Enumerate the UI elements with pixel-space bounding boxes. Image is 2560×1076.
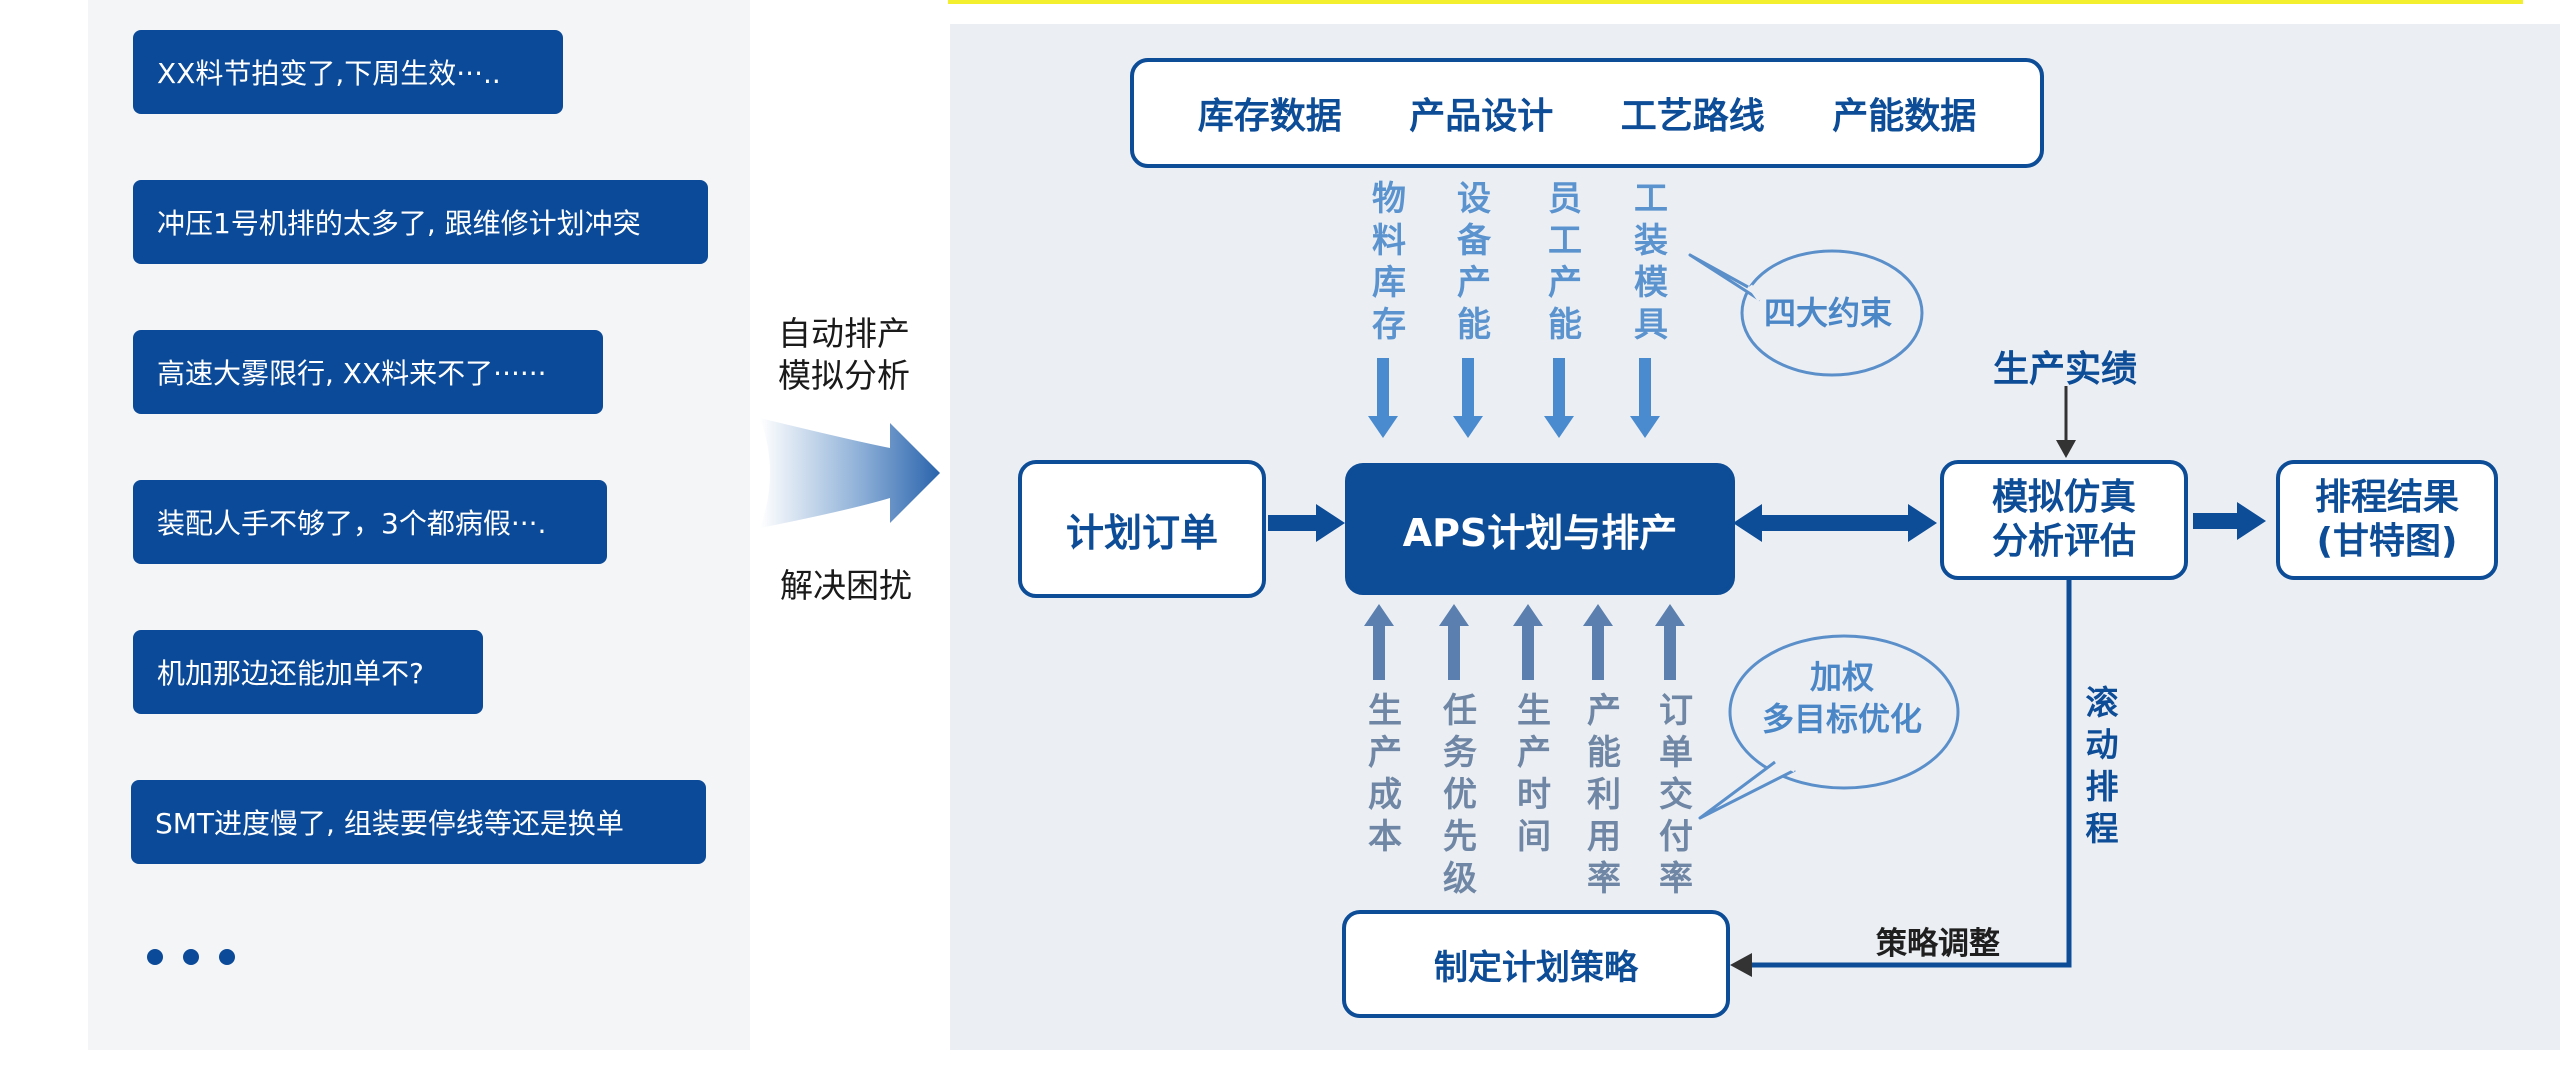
arrow-aps-sim bbox=[1760, 515, 1910, 531]
simulation-box: 模拟仿真 分析评估 bbox=[1940, 460, 2188, 580]
arrow-sim-to-result bbox=[2193, 513, 2239, 529]
input-inventory-data: 库存数据 bbox=[1197, 96, 1342, 137]
ellipsis-dot bbox=[183, 949, 199, 965]
objective-production-cost: 生产成本 bbox=[1368, 691, 1402, 857]
strategy-adjust-label: 策略调整 bbox=[1876, 926, 2000, 962]
ellipsis-dot bbox=[147, 949, 163, 965]
input-product-design: 产品设计 bbox=[1409, 96, 1554, 137]
chat-bubble-4: 装配人手不够了，3个都病假···. bbox=[133, 480, 607, 564]
chat-bubble-6: SMT进度慢了, 组装要停线等还是换单 bbox=[131, 780, 706, 864]
constraint-material-stock: 物料库存 bbox=[1372, 179, 1406, 345]
production-actual-label: 生产实绩 bbox=[1993, 349, 2138, 390]
arrow-order-to-aps bbox=[1268, 515, 1318, 531]
ellipsis-dot bbox=[219, 949, 235, 965]
solve-troubles-label: 解决困扰 bbox=[780, 566, 912, 605]
input-capacity-data: 产能数据 bbox=[1832, 96, 1977, 137]
auto-scheduling-label: 自动排产 模拟分析 bbox=[778, 314, 910, 395]
chat-bubble-3: 高速大雾限行, XX料来不了······ bbox=[133, 330, 603, 414]
input-process-route: 工艺路线 bbox=[1620, 96, 1765, 137]
objectives-callout bbox=[1698, 634, 1960, 820]
top-accent-bar bbox=[948, 0, 2523, 4]
objective-delivery-rate: 订单交付率 bbox=[1659, 691, 1693, 899]
objectives-bubble-text: 加权 多目标优化 bbox=[1762, 658, 1923, 738]
big-arrow bbox=[760, 418, 940, 528]
constraints-bubble-text: 四大约束 bbox=[1764, 294, 1893, 332]
input-data-box: 库存数据 产品设计 工艺路线 产能数据 bbox=[1130, 58, 2044, 168]
chat-bubble-1: XX料节拍变了,下周生效···.. bbox=[133, 30, 563, 114]
constraint-tooling: 工装模具 bbox=[1634, 179, 1668, 345]
constraint-arrows bbox=[1368, 358, 1660, 438]
aps-box: APS计划与排产 bbox=[1345, 463, 1735, 595]
objective-arrows bbox=[1364, 604, 1685, 680]
objective-production-time: 生产时间 bbox=[1517, 691, 1551, 857]
constraint-equipment-capacity: 设备产能 bbox=[1457, 179, 1491, 345]
chat-bubble-2: 冲压1号机排的太多了, 跟维修计划冲突 bbox=[133, 180, 708, 264]
constraints-callout bbox=[1688, 249, 1924, 377]
schedule-result-box: 排程结果 (甘特图) bbox=[2276, 460, 2498, 580]
rolling-schedule-label: 滚动排程 bbox=[2085, 683, 2119, 848]
chat-bubble-5: 机加那边还能加单不? bbox=[133, 630, 483, 714]
objective-capacity-utilization: 产能利用率 bbox=[1587, 691, 1621, 899]
make-strategy-box: 制定计划策略 bbox=[1342, 910, 1730, 1018]
rolling-feedback-line bbox=[1748, 580, 2072, 968]
objective-task-priority: 任务优先级 bbox=[1443, 691, 1477, 899]
plan-order-box: 计划订单 bbox=[1018, 460, 1266, 598]
constraint-staff-capacity: 员工产能 bbox=[1548, 179, 1582, 345]
